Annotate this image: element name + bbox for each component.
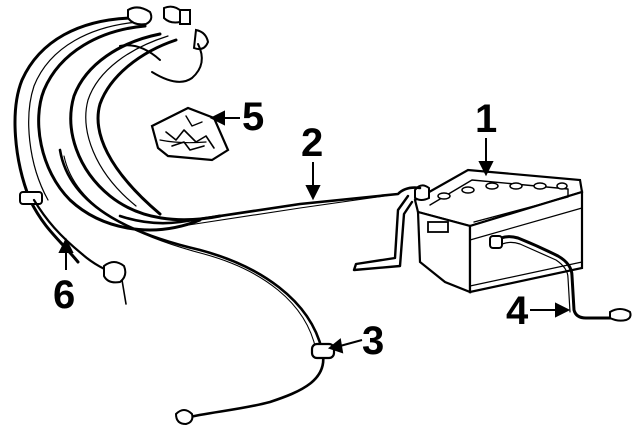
long-cable-eyelet <box>174 409 194 426</box>
cable-grommet <box>310 342 336 360</box>
harness-connector-top-3 <box>179 9 191 25</box>
battery-hold-down <box>352 194 414 272</box>
battery <box>413 168 584 294</box>
callout-6: 6 <box>53 273 75 317</box>
battery-cover-pad <box>150 106 230 162</box>
positive-cable-inner <box>181 193 399 227</box>
callout-3: 3 <box>362 319 384 363</box>
negative-cable <box>492 235 626 320</box>
main-harness <box>13 5 222 305</box>
harness-connector-top-1 <box>127 6 153 26</box>
negative-cable-terminal <box>489 235 503 249</box>
long-ground-cable <box>58 148 325 420</box>
harness-clip <box>19 191 43 205</box>
positive-cable <box>118 186 422 225</box>
harness-connector-top-4 <box>192 28 210 51</box>
harness-side-connector <box>103 261 127 284</box>
negative-cable-eyelet <box>609 308 632 322</box>
leader-lines <box>58 110 571 354</box>
callout-5: 5 <box>242 95 264 139</box>
callout-1: 1 <box>475 97 497 141</box>
long-ground-cable-inner <box>63 155 317 351</box>
battery-cover-edge <box>429 179 569 223</box>
battery-handle-slot <box>427 221 449 233</box>
negative-cable-inner <box>497 241 571 313</box>
callout-2: 2 <box>301 121 323 165</box>
battery-cell-caps <box>437 182 568 200</box>
callout-4: 4 <box>506 289 529 333</box>
